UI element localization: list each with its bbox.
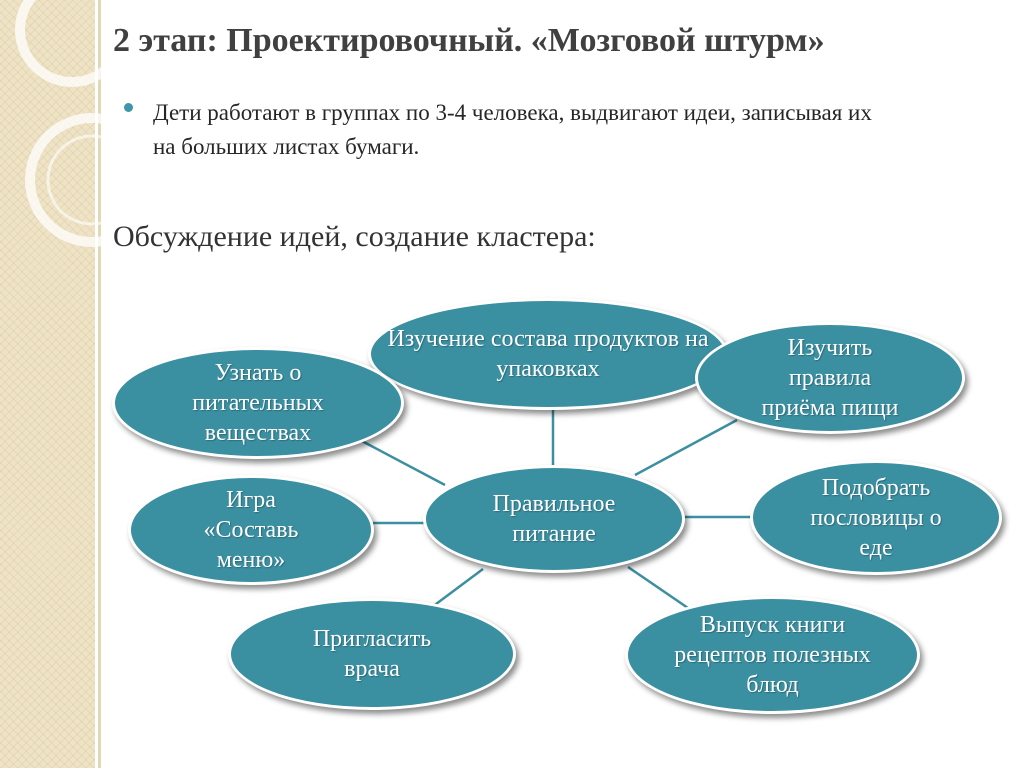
decorative-side-strip	[0, 0, 95, 768]
subheading: Обсуждение идей, создание кластера:	[113, 220, 596, 253]
connector-top-right	[634, 418, 738, 477]
cluster-node-bottom-left-label: Пригласить врача	[312, 626, 432, 682]
cluster-node-top-right-label: Изучить правила приёма пищи	[761, 335, 899, 421]
cluster-node-left-label: Игра «Составь меню»	[203, 487, 299, 573]
cluster-node-center: Правильное питание	[423, 465, 685, 573]
bullet-text: Дети работают в группах по 3-4 человека,…	[153, 100, 872, 159]
cluster-node-top-right: Изучить правила приёма пищи	[695, 322, 965, 434]
slide-title: 2 этап: Проектировочный. «Мозговой штурм…	[113, 22, 825, 59]
cluster-node-top-left: Узнать о питательных веществах	[112, 347, 404, 459]
cluster-node-top-left-label: Узнать о питательных веществах	[192, 360, 324, 446]
cluster-node-bottom-right: Выпуск книги рецептов полезных блюд	[625, 596, 920, 714]
cluster-node-right: Подобрать пословицы о еде	[750, 460, 1002, 575]
cluster-node-top: Изучение состава продуктов на упаковках	[368, 298, 728, 410]
decorative-divider	[98, 0, 101, 768]
cluster-node-top-label: Изучение состава продуктов на упаковках	[387, 326, 709, 382]
cluster-node-left: Игра «Составь меню»	[128, 475, 374, 585]
cluster-node-bottom-left: Пригласить врача	[228, 598, 516, 710]
cluster-node-right-label: Подобрать пословицы о еде	[810, 474, 942, 561]
cluster-node-center-label: Правильное питание	[492, 491, 616, 547]
bullet-icon	[124, 103, 133, 112]
connector-bottom-right	[627, 565, 689, 610]
decorative-rings	[15, 0, 110, 247]
connector-top-left	[359, 438, 446, 487]
cluster-node-bottom-right-label: Выпуск книги рецептов полезных блюд	[674, 612, 871, 698]
